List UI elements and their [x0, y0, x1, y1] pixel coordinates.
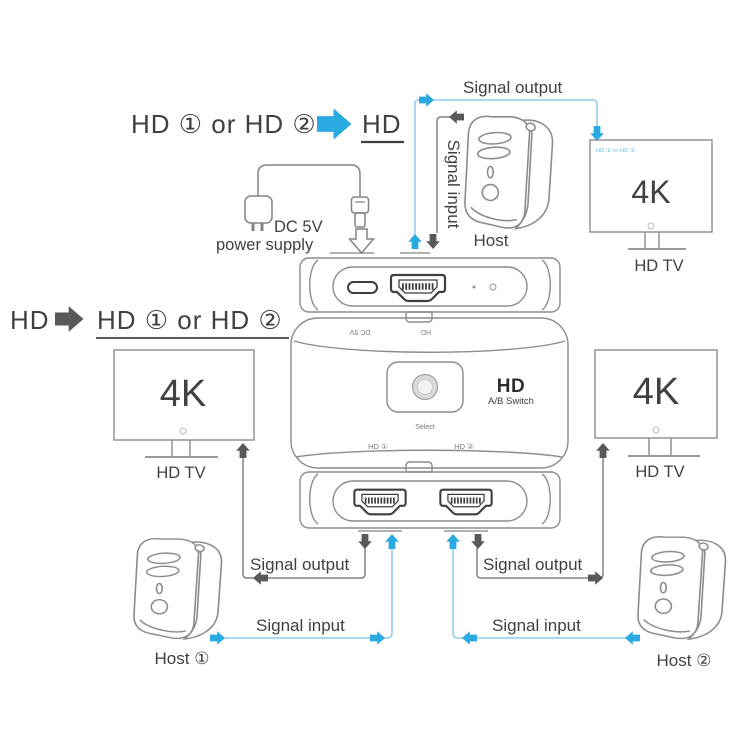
monitor-screen: [113, 349, 255, 441]
monitor-label: HD TV: [634, 257, 683, 275]
monitor-screen: [589, 139, 713, 233]
dc5v-port-label: DC 5V: [349, 328, 370, 335]
port2-label: HD ②: [454, 442, 474, 451]
usb-connector-tip: [354, 212, 366, 228]
signal-input-line-right: [452, 549, 627, 639]
body-top-curve: [293, 340, 566, 353]
top-bar-capsule: [332, 266, 528, 307]
signal-output-line-left: [242, 458, 366, 579]
screw-hole: [489, 283, 497, 291]
monitor-label: HD TV: [156, 464, 205, 482]
signal-input-line-left: [219, 549, 393, 639]
monitor-screen: [594, 349, 718, 439]
signal-output-label-top: Signal output: [463, 78, 563, 97]
connector-tab: [405, 461, 433, 473]
signal-input-label-left: Signal input: [256, 616, 345, 635]
hollow-down-arrow-icon: [347, 228, 376, 255]
signal-input-label-vertical: Signal input: [444, 140, 463, 229]
signal-output-label-right: Signal output: [483, 555, 583, 574]
heading-top-target: HD: [362, 109, 402, 139]
monitor-chin-dot: [179, 427, 187, 435]
power-label-line1: DC 5V: [274, 218, 323, 236]
host-tower: [637, 535, 727, 640]
power-supply-group: DC 5V power supply: [216, 164, 376, 255]
heading-mid-target: HD ① or HD ②: [97, 305, 283, 335]
connector-tab: [405, 311, 433, 323]
top-bar-end-curve: [309, 259, 319, 311]
monitor-resolution: 4K: [631, 174, 670, 210]
device-body: [290, 317, 569, 469]
signal-output-line-right: [476, 458, 604, 579]
select-label: Select: [415, 424, 435, 431]
hd-port-label: HD: [421, 328, 431, 335]
power-cable: [257, 164, 361, 197]
bottom-bar-end-curve: [541, 473, 551, 525]
top-bar-end-curve: [541, 259, 551, 311]
signal-input-line-top: [436, 116, 464, 233]
heading-top-source: HD ① or HD ②: [131, 109, 317, 139]
monitor-chin-dot: [652, 426, 660, 434]
power-plug: [244, 195, 273, 224]
device-bottom-bar: [299, 471, 561, 529]
device-logo: HD: [497, 376, 525, 397]
monitor-resolution: 4K: [160, 373, 206, 415]
select-button-center: [417, 379, 433, 395]
port1-label: HD ①: [368, 442, 388, 451]
host-label-right: Host ②: [657, 651, 712, 670]
monitor-right: 4K HD TV: [594, 349, 718, 481]
monitor-label: HD TV: [635, 463, 684, 481]
ab-switch-device: DC 5V HD Select HD A/B Switch HD ① HD ②: [290, 252, 569, 532]
monitor-resolution: 4K: [633, 371, 679, 413]
heading-mid-source: HD: [10, 305, 50, 335]
monitor-left: 4K HD TV: [113, 349, 255, 482]
monitor-top-right: HD ① or HD ② 4K HD TV: [589, 139, 713, 275]
led-dot: [472, 285, 476, 289]
host-label-left: Host ①: [155, 649, 210, 668]
body-bottom-curve: [295, 449, 563, 458]
bottom-bar-capsule: [332, 480, 528, 522]
button-plate: [386, 361, 464, 413]
signal-input-riser-line: [414, 99, 421, 247]
signal-input-label-right: Signal input: [492, 616, 581, 635]
monitor-chin-dot: [647, 222, 655, 230]
monitor-screen-note: HD ① or HD ②: [596, 147, 635, 154]
device-logo-subtitle: A/B Switch: [488, 396, 534, 407]
host-label-top: Host: [474, 231, 509, 250]
host-tower: [464, 115, 554, 230]
host-tower: [133, 537, 223, 640]
usb-c-port: [347, 281, 378, 294]
power-label-line2: power supply: [216, 236, 314, 254]
signal-output-label-left: Signal output: [250, 555, 350, 574]
signal-output-line-top: [433, 99, 598, 127]
bottom-bar-end-curve: [309, 473, 319, 525]
